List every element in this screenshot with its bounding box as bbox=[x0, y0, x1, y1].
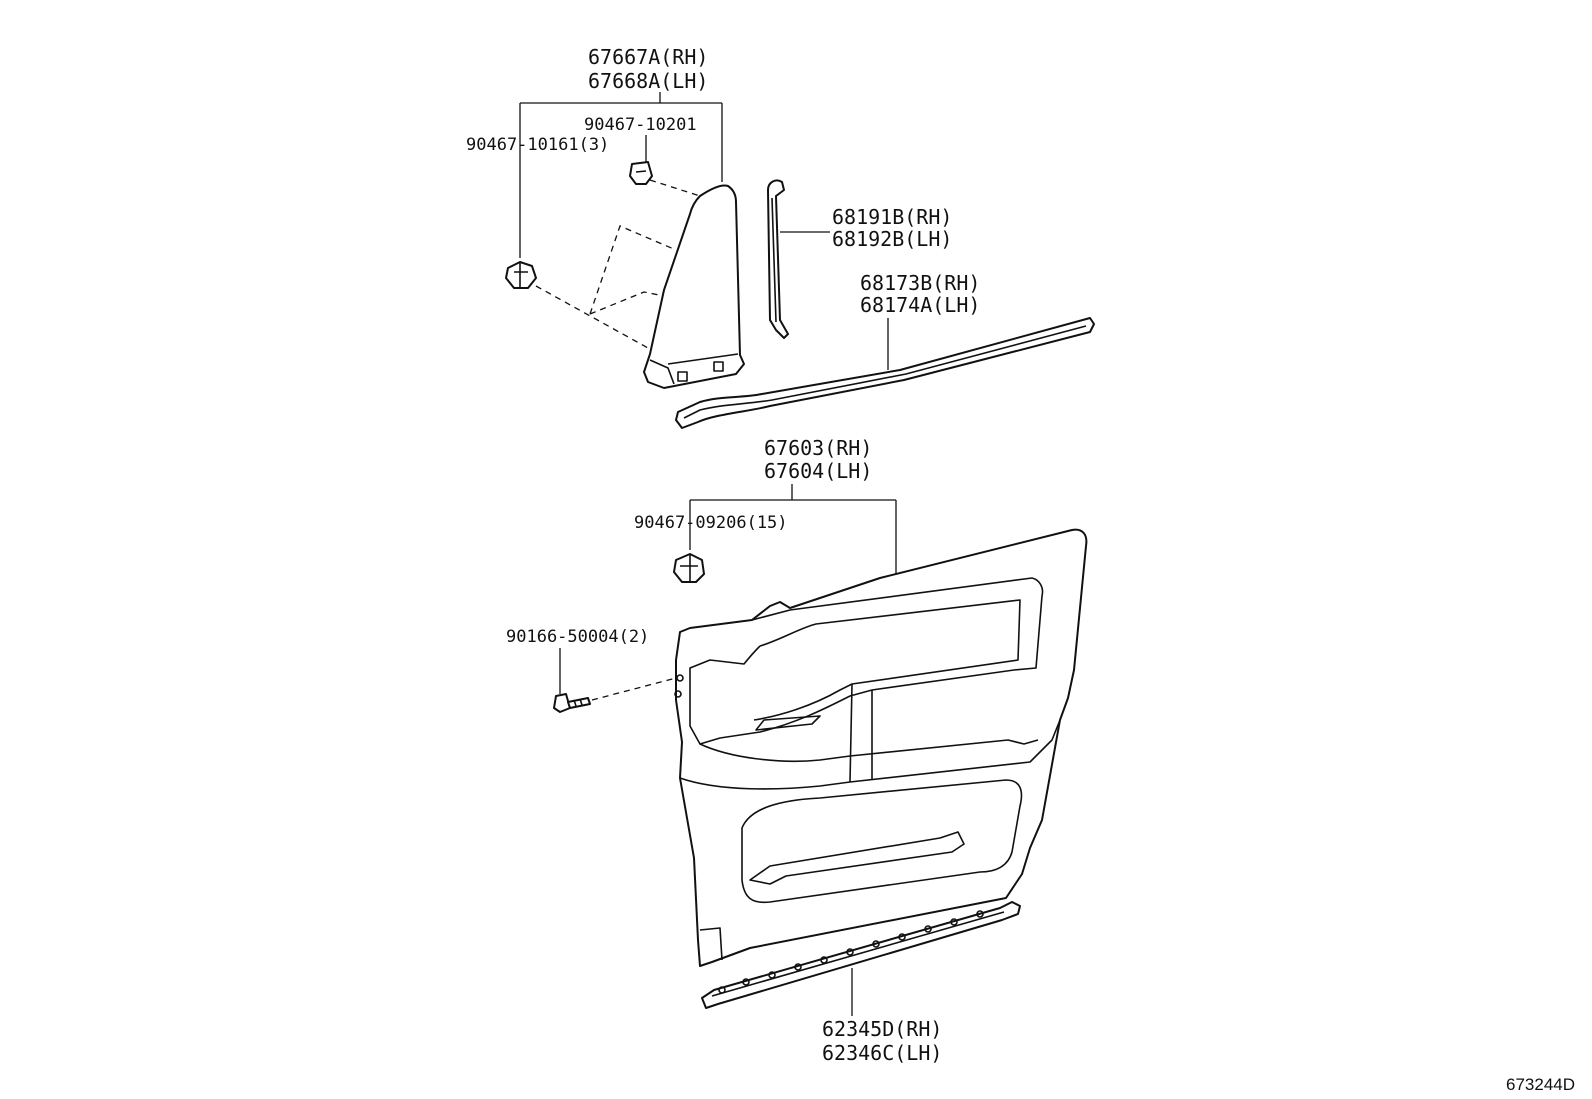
clip-upper-icon bbox=[629, 161, 653, 185]
label-door-trim-board-rh: 67603(RH) bbox=[764, 436, 872, 460]
label-screw: 90166-50004(2) bbox=[506, 627, 649, 647]
clip-upper-dashed-line bbox=[649, 179, 701, 197]
label-belt-weatherstrip-rh: 68173B(RH) bbox=[860, 271, 980, 295]
pillar-garnish-bracket bbox=[519, 92, 723, 258]
label-scuff-plate-rh: 62345D(RH) bbox=[822, 1017, 942, 1041]
clip-pillar-icon bbox=[505, 261, 537, 289]
label-weatherstrip-vertical-rh: 68191B(RH) bbox=[832, 205, 952, 229]
label-weatherstrip-vertical-lh: 68192B(LH) bbox=[832, 227, 952, 251]
screw-icon bbox=[553, 693, 591, 713]
label-clip-pillar: 90467-10161(3) bbox=[466, 135, 609, 155]
door-trim-board-part bbox=[674, 528, 1088, 967]
clip-pillar-dashed-lines bbox=[535, 225, 677, 349]
door-trim-board-group: 67603(RH) 67604(LH) 90467-09206(15) 9016… bbox=[506, 436, 1088, 967]
weatherstrip-vertical-group: 68191B(RH) 68192B(LH) bbox=[767, 179, 952, 339]
scuff-plate-group: 62345D(RH) 62346C(LH) bbox=[701, 901, 1021, 1065]
label-belt-weatherstrip-lh: 68174A(LH) bbox=[860, 293, 980, 317]
diagram-id: 673244D bbox=[1506, 1075, 1575, 1094]
pillar-garnish-part bbox=[643, 184, 745, 389]
scuff-plate-part bbox=[701, 901, 1021, 1009]
door-trim-board-bracket bbox=[689, 484, 897, 578]
label-clip-trim: 90467-09206(15) bbox=[634, 513, 788, 533]
label-door-trim-board-lh: 67604(LH) bbox=[764, 459, 872, 483]
weatherstrip-vertical-part bbox=[767, 179, 789, 339]
pillar-garnish-group: 67667A(RH) 67668A(LH) 90467-10201 90467-… bbox=[466, 45, 745, 389]
label-pillar-garnish-rh: 67667A(RH) bbox=[588, 45, 708, 69]
belt-weatherstrip-group: 68173B(RH) 68174A(LH) bbox=[675, 271, 1095, 429]
label-pillar-garnish-lh: 67668A(LH) bbox=[588, 69, 708, 93]
screw-dashed-line bbox=[591, 677, 677, 701]
scuff-plate-clips bbox=[718, 910, 984, 994]
label-scuff-plate-lh: 62346C(LH) bbox=[822, 1041, 942, 1065]
label-clip-upper: 90467-10201 bbox=[584, 115, 697, 135]
belt-weatherstrip-part bbox=[675, 317, 1095, 429]
clip-trim-icon bbox=[673, 553, 705, 583]
